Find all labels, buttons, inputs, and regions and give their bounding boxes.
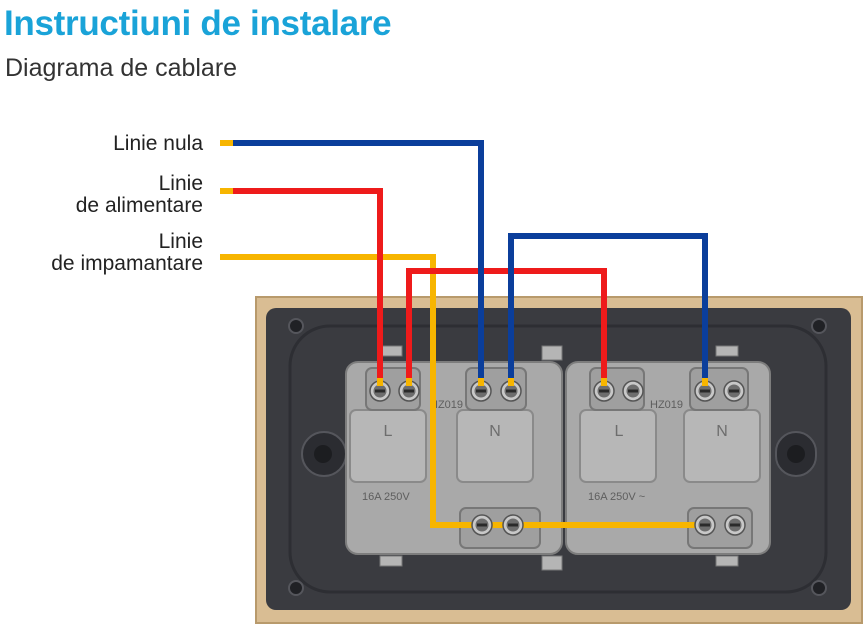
- right-terminal-l-label: L: [615, 423, 624, 440]
- neutral-end-right: [508, 378, 514, 386]
- screw-left-ground1: [471, 514, 493, 536]
- screw-right-l2: [622, 380, 644, 402]
- neutral-end-left: [478, 378, 484, 386]
- ground-line-label: Linie de impamantare: [51, 231, 203, 275]
- center-clip-bottom: [541, 555, 563, 571]
- slot-right-hole: [787, 445, 805, 463]
- neutral-line-label-text: Linie nula: [113, 132, 203, 155]
- screw-right-ground1: [694, 514, 716, 536]
- left-terminal-l-label: L: [384, 423, 393, 440]
- ground-lead-stub: [220, 254, 233, 260]
- mount-hole-tl: [288, 318, 304, 334]
- right-terminal-n-label: N: [716, 423, 728, 440]
- edge-clip-br: [715, 555, 739, 567]
- mount-hole-br: [811, 580, 827, 596]
- right-model-label: HZ019: [650, 399, 683, 411]
- left-terminal-n-label: N: [489, 423, 501, 440]
- live-end-right-socket: [601, 378, 607, 386]
- screw-left-ground2: [502, 514, 524, 536]
- mount-hole-bl: [288, 580, 304, 596]
- slot-left-hole: [314, 445, 332, 463]
- screw-right-ground2: [724, 514, 746, 536]
- edge-clip-tl: [379, 345, 403, 357]
- page-title: Instructiuni de instalare: [4, 4, 392, 43]
- live-end-right: [406, 378, 412, 386]
- neutral-end-right-socket: [702, 378, 708, 386]
- page-subtitle: Diagrama de cablare: [5, 54, 238, 82]
- ground-line-label-text-1: Linie: [158, 230, 203, 253]
- right-rating-label: 16A 250V ~: [588, 491, 645, 503]
- edge-clip-tr: [715, 345, 739, 357]
- live-lead-stub: [220, 188, 233, 194]
- screw-right-n2: [723, 380, 745, 402]
- plate-inner-border: [288, 324, 828, 594]
- left-model-label: HZ019: [430, 399, 463, 411]
- live-line-label-text-1: Linie: [158, 172, 203, 195]
- live-line-label-text-2: de alimentare: [75, 194, 203, 217]
- center-clip-top: [541, 345, 563, 361]
- live-end-left: [377, 378, 383, 386]
- left-rating-label: 16A 250V: [362, 491, 410, 503]
- ground-line-label-text-2: de impamantare: [51, 252, 203, 275]
- edge-clip-bl: [379, 555, 403, 567]
- mount-hole-tr: [811, 318, 827, 334]
- neutral-wire: [232, 140, 708, 385]
- live-line-label: Linie de alimentare: [76, 173, 203, 217]
- live-wire: [232, 188, 607, 385]
- neutral-line-label: Linie nula: [113, 133, 203, 155]
- neutral-lead-stub: [220, 140, 233, 146]
